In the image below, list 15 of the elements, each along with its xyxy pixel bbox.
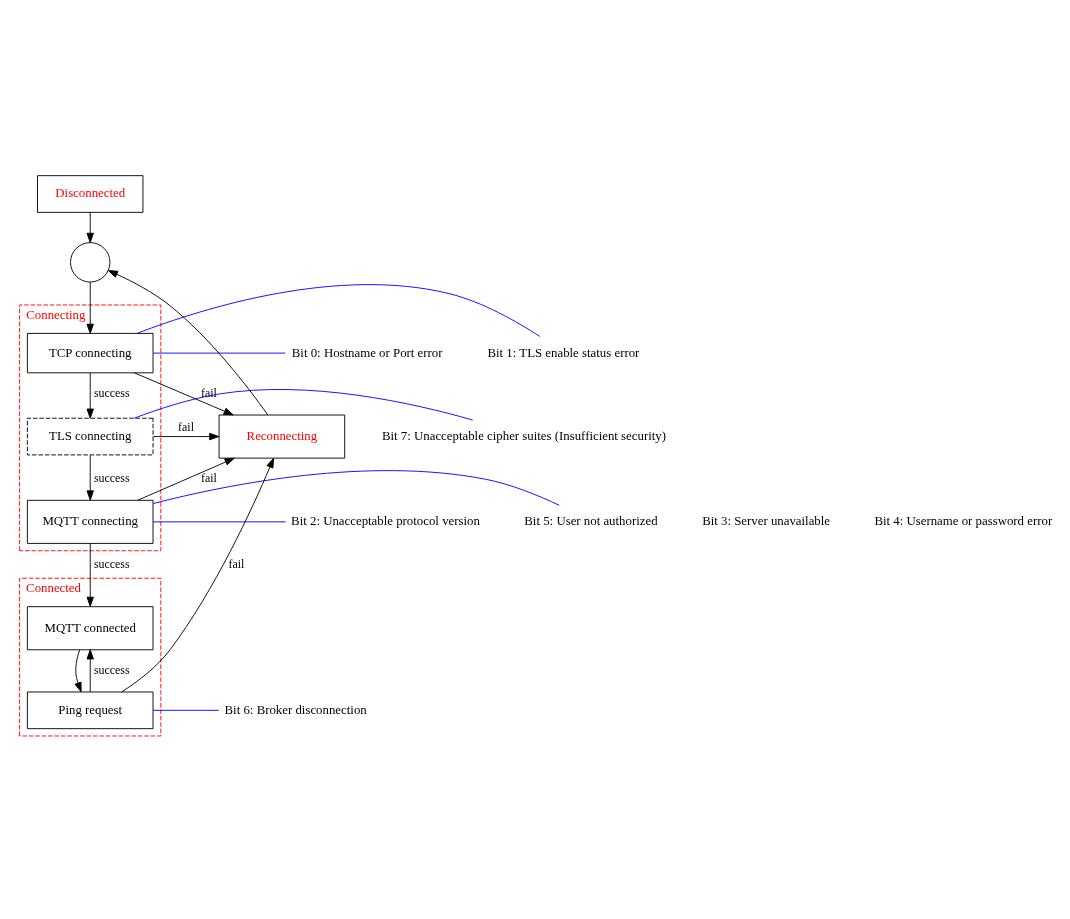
node-text: Bit 0: Hostname or Port error <box>291 345 443 360</box>
node-text: Bit 1: TLS enable status error <box>487 345 640 360</box>
edge-label: success <box>93 663 130 677</box>
edge-label: fail <box>228 556 245 571</box>
edge-label: success <box>93 556 130 571</box>
node-text: Bit 5: User not authorized <box>524 514 658 529</box>
edge-label: success <box>93 386 130 401</box>
node-text: Bit 6: Broker disconnection <box>224 702 367 717</box>
label: Bit 3: Server unavailable <box>702 514 831 529</box>
node-text: Bit 7: Unacceptable cipher suites (Insufficient security) <box>381 428 667 443</box>
label: Bit 4: Username or password error <box>874 514 1053 529</box>
node-text: Bit 2: Unacceptable protocol version <box>291 514 480 529</box>
edge-label: fail <box>178 419 194 434</box>
edge-label: fail <box>201 471 217 486</box>
edge-label: success <box>93 471 130 486</box>
